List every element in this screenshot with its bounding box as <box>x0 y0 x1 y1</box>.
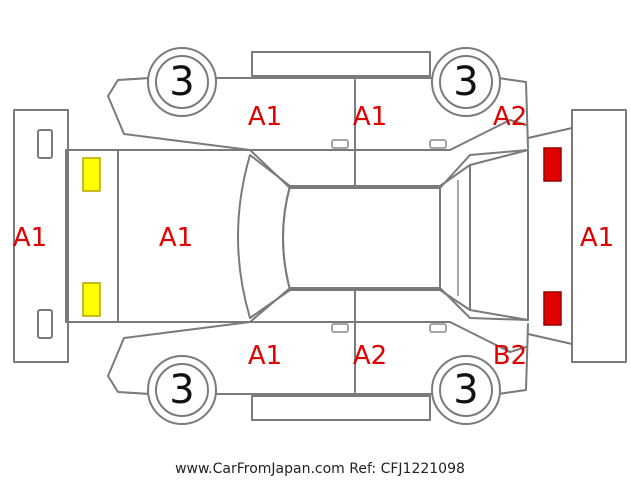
source-reference: www.CarFromJapan.com Ref: CFJ1221098 <box>175 461 465 477</box>
right-front-door-handle <box>331 323 349 333</box>
wheel-rear-right-grade: 3 <box>453 367 478 413</box>
right-rear-door-handle <box>429 323 447 333</box>
damage-rear-bumper: A1 <box>580 223 614 253</box>
front-bumper-light-top <box>37 129 53 159</box>
wheel-front-left: 3 <box>147 47 217 117</box>
tailgate <box>469 149 529 321</box>
wheel-front-right-grade: 3 <box>169 367 194 413</box>
rear-taillight-top <box>543 147 562 182</box>
right-roof-rail <box>251 395 431 421</box>
front-bumper-light-bottom <box>37 309 53 339</box>
damage-left-rear-door: A1 <box>353 102 387 132</box>
left-roof-rail <box>251 51 431 77</box>
damage-right-rear-quarter: B2 <box>493 341 527 371</box>
damage-right-front-door: A1 <box>248 341 282 371</box>
rear-bumper-inner <box>527 127 573 345</box>
front-bumper-outline <box>13 109 69 363</box>
damage-left-rear-quarter: A2 <box>493 102 527 132</box>
rear-bumper-outline <box>571 109 627 363</box>
wheel-front-right: 3 <box>147 355 217 425</box>
front-headlight-top <box>82 157 101 192</box>
wheel-front-left-grade: 3 <box>169 59 194 105</box>
damage-front-bumper: A1 <box>13 223 47 253</box>
left-front-door-handle <box>331 139 349 149</box>
wheel-rear-left: 3 <box>431 47 501 117</box>
rear-window <box>439 164 471 311</box>
wheel-rear-left-grade: 3 <box>453 59 478 105</box>
wheel-rear-right: 3 <box>431 355 501 425</box>
damage-hood: A1 <box>159 223 193 253</box>
damage-right-rear-door: A2 <box>353 341 387 371</box>
left-side-outline <box>107 77 529 151</box>
right-side-outline <box>107 321 529 395</box>
damage-left-front-door: A1 <box>248 102 282 132</box>
roof-panel <box>282 185 441 291</box>
right-rear-quarter-line <box>449 321 527 353</box>
front-headlight-bottom <box>82 282 101 317</box>
left-rear-door-handle <box>429 139 447 149</box>
left-rear-quarter-line <box>449 119 527 151</box>
rear-taillight-bottom <box>543 291 562 326</box>
